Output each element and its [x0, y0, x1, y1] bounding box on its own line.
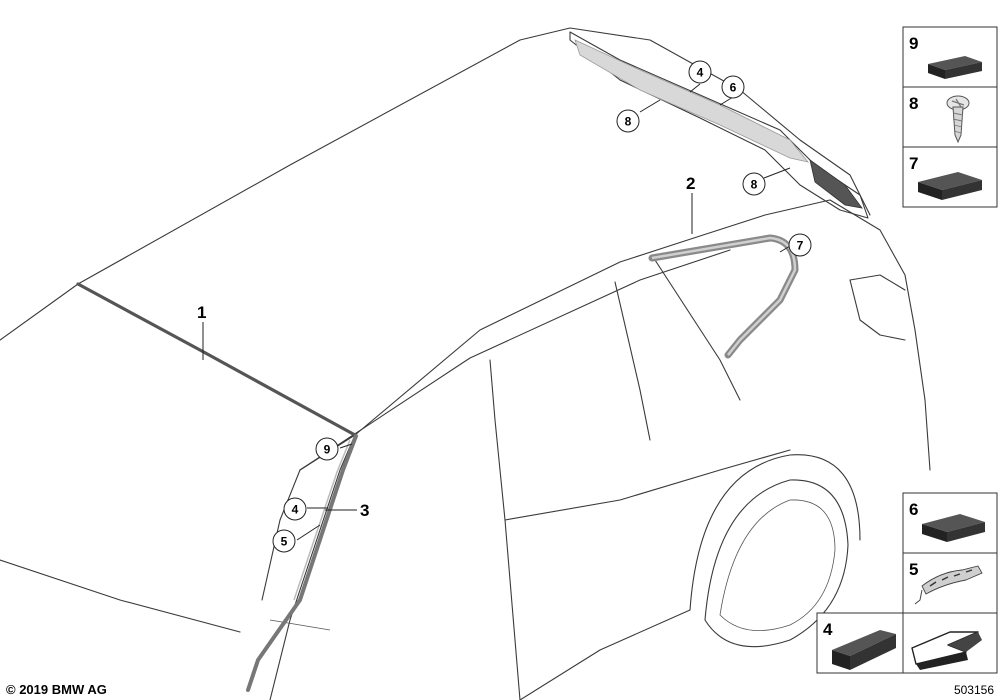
screw-icon	[946, 95, 970, 144]
callout-5-pillar: 5	[272, 529, 296, 553]
svg-text:5: 5	[909, 560, 918, 579]
legend-top: 9 8 7	[902, 26, 998, 208]
callout-8-upper: 8	[616, 109, 640, 133]
legend-item-6: 6	[909, 500, 985, 542]
svg-text:9: 9	[324, 443, 331, 457]
callout-7: 7	[788, 233, 812, 257]
part-label-1: 1	[197, 303, 206, 322]
legend-item-5: 5	[909, 560, 983, 605]
legend-item-9: 9	[909, 34, 982, 79]
copyright-text: © 2019 BMW AG	[6, 682, 107, 697]
roof-spoiler	[574, 39, 810, 163]
svg-text:7: 7	[797, 239, 804, 253]
car-body-outline	[0, 27, 931, 700]
svg-text:6: 6	[730, 81, 737, 95]
diagram-number: 503156	[954, 683, 994, 697]
svg-text:4: 4	[697, 66, 704, 80]
svg-text:4: 4	[823, 620, 833, 639]
foam-pad-icon	[918, 172, 982, 200]
svg-text:6: 6	[909, 500, 918, 519]
svg-text:7: 7	[909, 154, 918, 173]
part-labels: 1 2 3	[197, 174, 695, 520]
legend-bottom: 6 5 4	[816, 492, 998, 674]
legend-item-7: 7	[909, 154, 982, 200]
part-label-2: 2	[686, 174, 695, 193]
callout-6-top: 6	[721, 75, 745, 99]
callout-4-top: 4	[688, 60, 712, 84]
foam-pad-icon	[928, 56, 982, 79]
callout-8-lower: 8	[742, 172, 766, 196]
legend-item-4: 4	[823, 620, 896, 670]
seal-icon	[832, 630, 896, 670]
legend-item-8: 8	[909, 94, 970, 144]
windshield-trim	[76, 282, 357, 437]
svg-text:4: 4	[292, 503, 299, 517]
svg-text:8: 8	[909, 94, 918, 113]
callouts: 4 6 8 8 7 9 4 5	[272, 60, 812, 553]
direction-arrow-icon	[911, 631, 982, 670]
callout-4-pillar: 4	[283, 497, 307, 521]
part-label-3: 3	[360, 501, 369, 520]
svg-text:9: 9	[909, 34, 918, 53]
a-pillar-trim	[246, 434, 358, 692]
svg-text:5: 5	[281, 535, 288, 549]
clip-strip-icon	[914, 565, 983, 605]
svg-text:8: 8	[751, 178, 758, 192]
svg-text:8: 8	[625, 115, 632, 129]
callout-9: 9	[315, 437, 339, 461]
foam-pad-icon	[922, 514, 985, 542]
